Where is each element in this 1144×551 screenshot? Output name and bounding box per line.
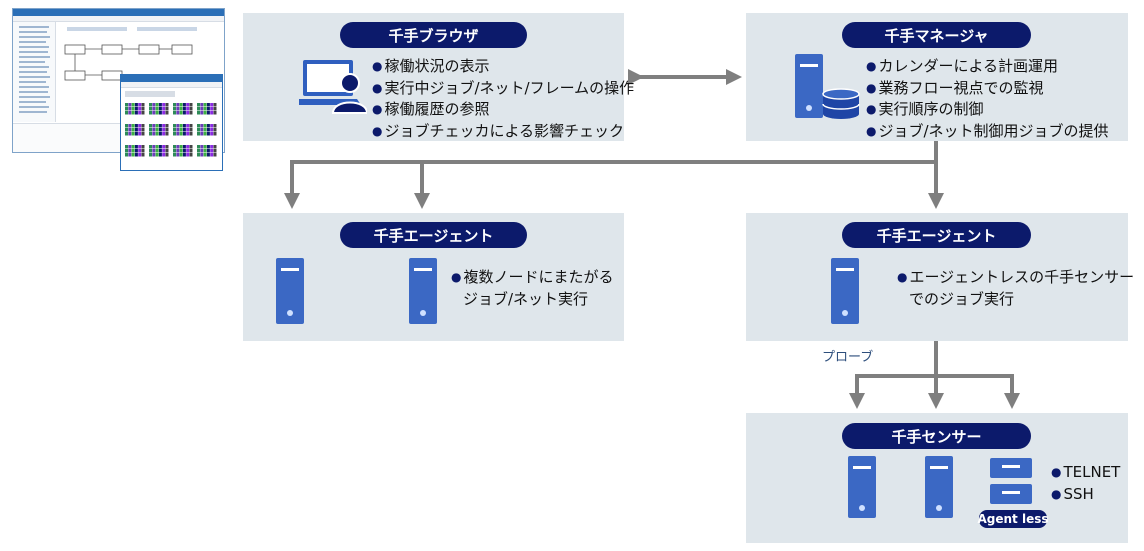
calendar-screenshot-thumbnail <box>120 74 223 171</box>
manager-feature: 実行順序の制御 <box>866 99 1109 121</box>
agent-right-description: ●エージェントレスの千手センサー でのジョブ実行 <box>897 268 1135 308</box>
manager-feature: カレンダーによる計画運用 <box>866 56 1109 78</box>
manager-feature: 業務フロー視点での監視 <box>866 78 1109 100</box>
server-icon <box>276 258 304 324</box>
agent-right-text-line1: エージェントレスの千手センサー <box>909 268 1135 286</box>
browser-feature: 稼働履歴の参照 <box>372 99 634 121</box>
agent-left-description: ●複数ノードにまたがる ジョブ/ネット実行 <box>451 268 614 308</box>
server-icon <box>831 258 859 324</box>
browser-feature-list: 稼働状況の表示 実行中ジョブ/ネット/フレームの操作 稼働履歴の参照 ジョブチェ… <box>372 56 634 142</box>
browser-title: 千手ブラウザ <box>340 22 527 48</box>
database-icon <box>822 88 860 119</box>
manager-feature: ジョブ/ネット制御用ジョブの提供 <box>866 121 1108 143</box>
manager-feature-list: カレンダーによる計画運用 業務フロー視点での監視 実行順序の制御 ジョブ/ネット… <box>866 56 1109 143</box>
browser-feature: 実行中ジョブ/ネット/フレームの操作 <box>372 78 634 100</box>
protocol-telnet: TELNET <box>1063 463 1121 481</box>
agent-left-title: 千手エージェント <box>340 222 527 248</box>
server-database-icon <box>795 54 860 119</box>
sensor-protocol-list: ●TELNET ●SSH <box>1051 463 1121 503</box>
protocol-ssh: SSH <box>1063 485 1094 503</box>
server-icon <box>925 456 953 518</box>
probe-label: プローブ <box>822 350 874 365</box>
sensor-title: 千手センサー <box>842 423 1031 449</box>
browser-feature: ジョブチェッカによる影響チェック <box>372 121 634 143</box>
agent-left-text-line2: ジョブ/ネット実行 <box>463 290 589 308</box>
agent-right-title: 千手エージェント <box>842 222 1031 248</box>
calendar-grid <box>125 91 217 157</box>
agentless-badge: Agent less <box>977 510 1049 528</box>
manager-title: 千手マネージャ <box>842 22 1031 48</box>
agentless-server-icon <box>990 458 1032 504</box>
monitor-user-icon <box>299 60 367 114</box>
agent-right-text-line2: でのジョブ実行 <box>909 290 1015 308</box>
server-icon <box>848 456 876 518</box>
browser-feature: 稼働状況の表示 <box>372 56 634 78</box>
server-icon <box>409 258 437 324</box>
agent-left-text-line1: 複数ノードにまたがる <box>463 268 614 286</box>
